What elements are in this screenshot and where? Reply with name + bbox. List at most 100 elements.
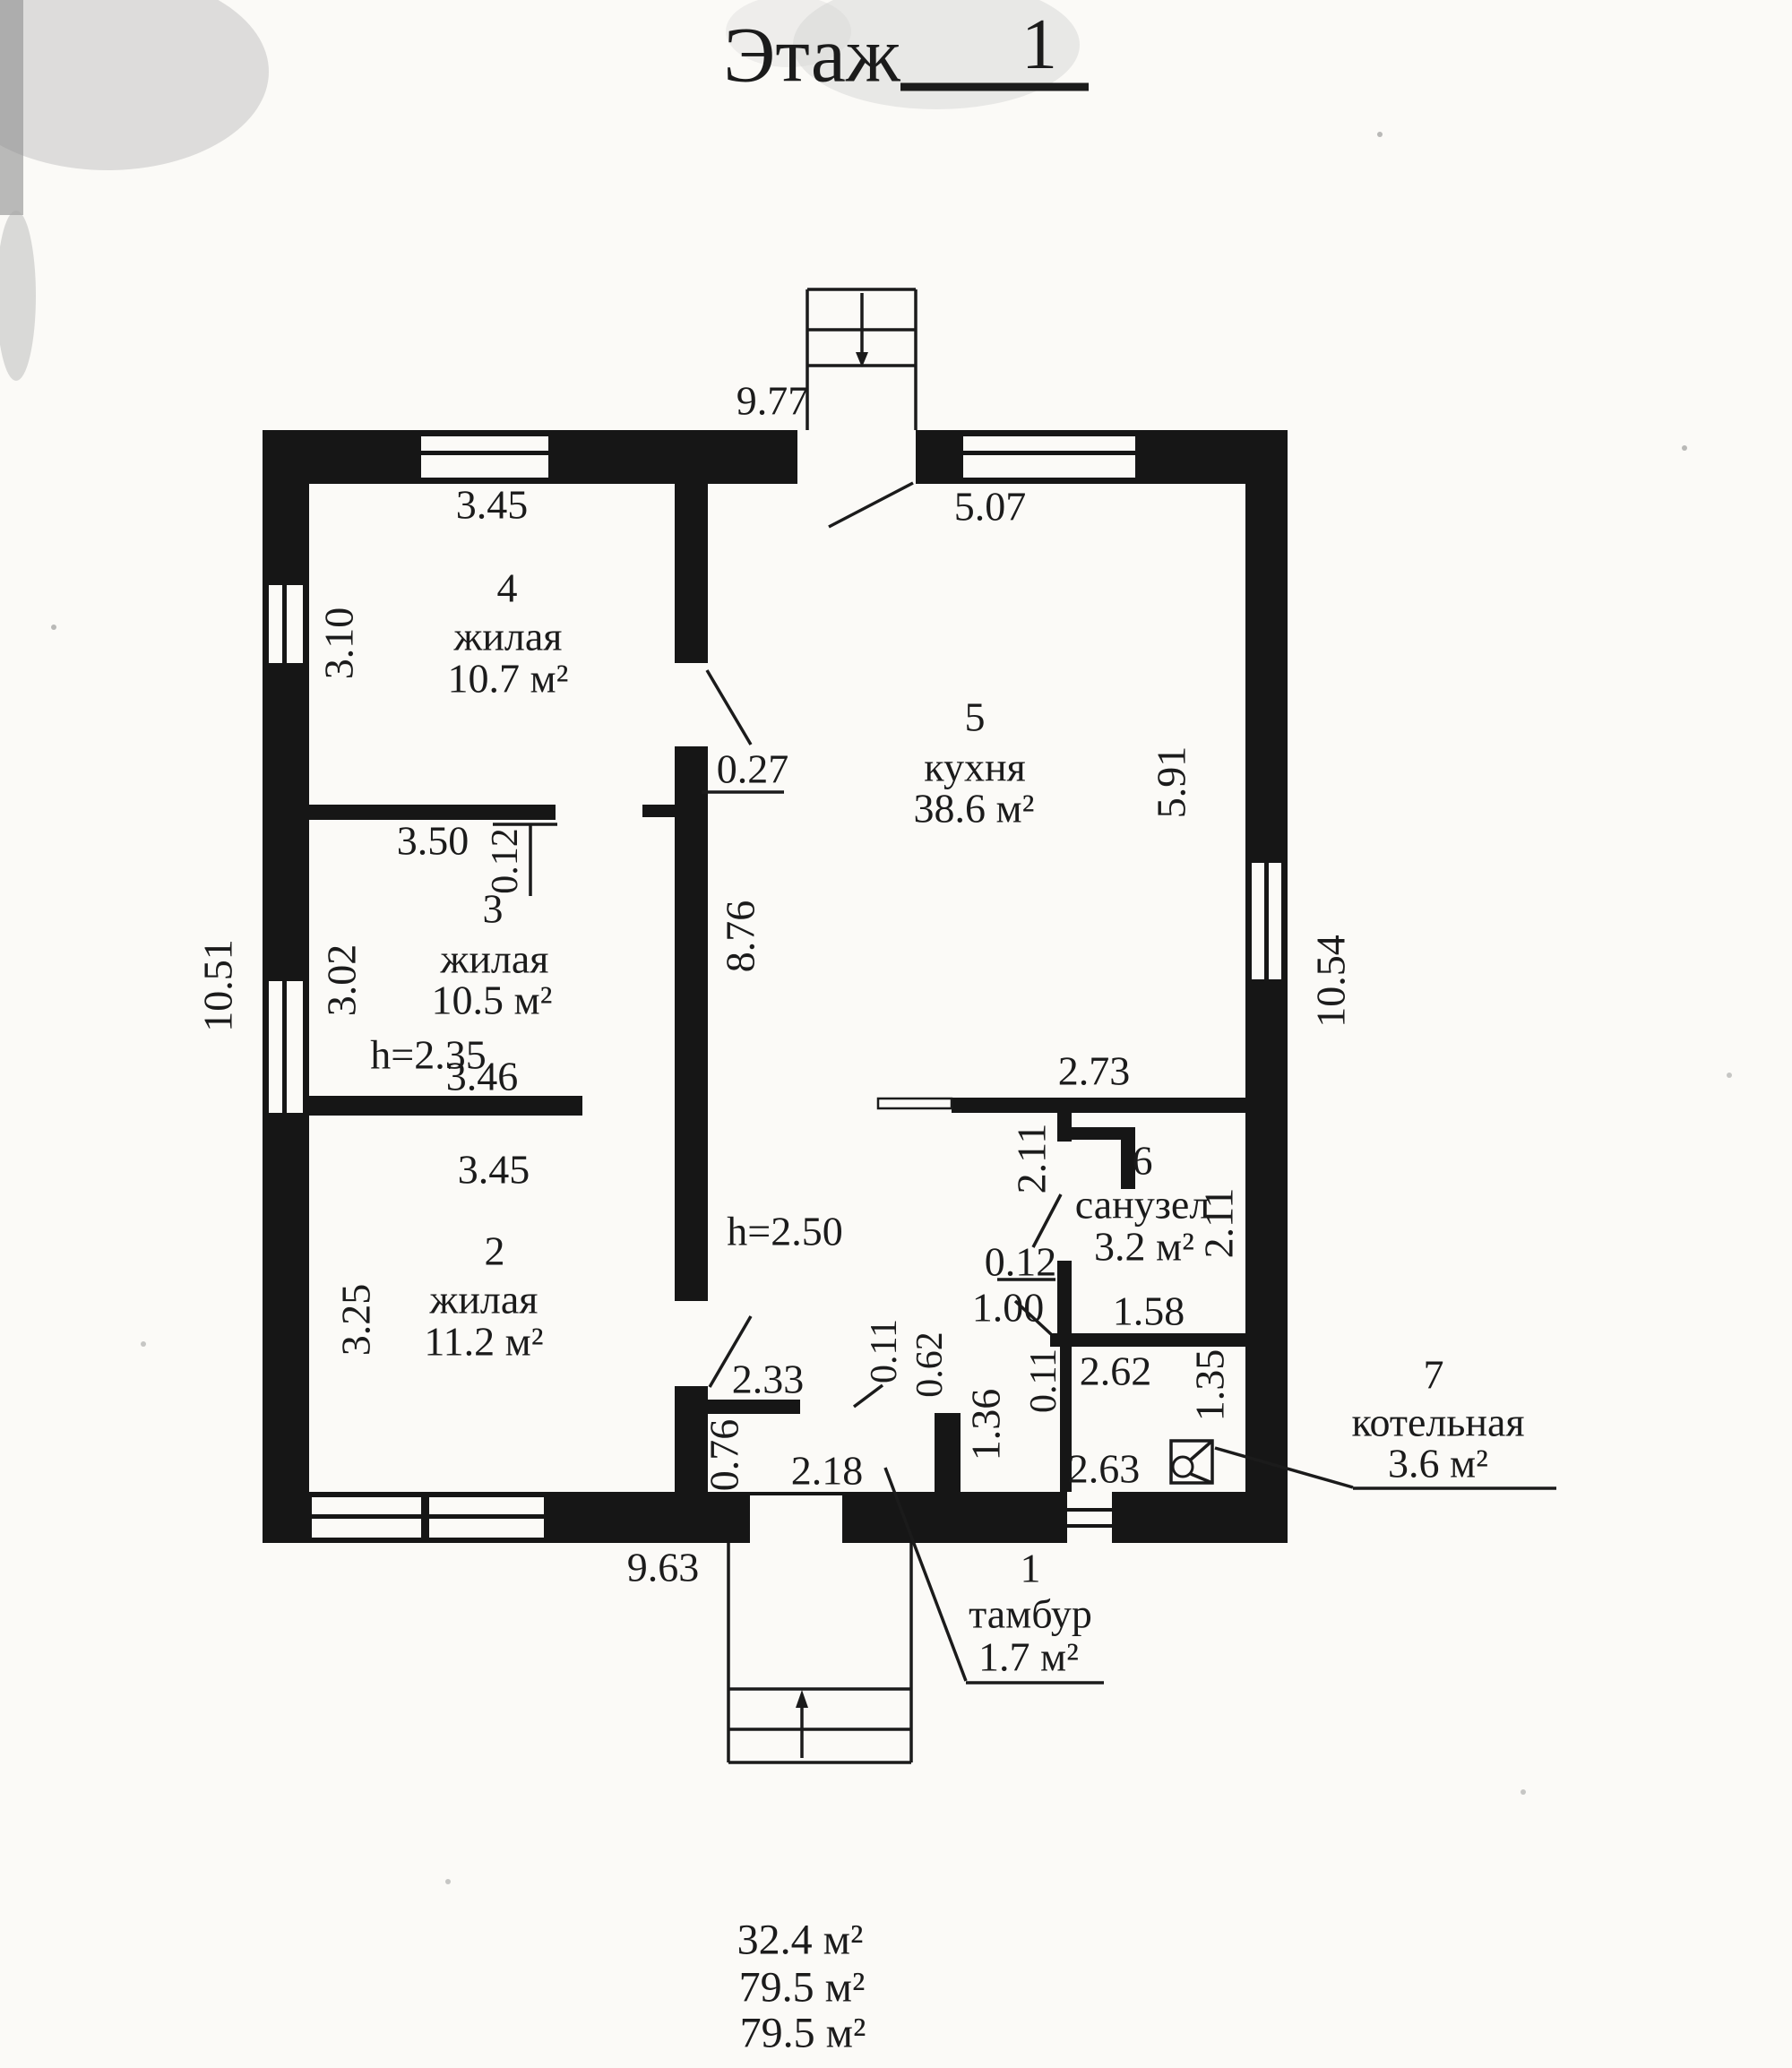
- dim-2-63: 2.63: [1068, 1446, 1141, 1492]
- dim-3-10: 3.10: [316, 607, 362, 680]
- floor-number: 1: [1021, 5, 1057, 84]
- dim-1-00: 1.00: [972, 1285, 1045, 1331]
- dim-2-11-left: 2.11: [1009, 1124, 1055, 1194]
- dim-2-73: 2.73: [1058, 1048, 1131, 1094]
- dim-0-62: 0.62: [909, 1331, 951, 1398]
- hall-height: h=2.50: [727, 1209, 842, 1254]
- room4-area: 10.7 м²: [448, 656, 569, 702]
- room3-area: 10.5 м²: [432, 978, 553, 1023]
- leader-0-27: [705, 669, 753, 745]
- room6-area: 3.2 м²: [1094, 1224, 1194, 1270]
- dim-0-12-bath: 0.12: [985, 1239, 1057, 1285]
- dim-2-18: 2.18: [791, 1448, 864, 1494]
- room2-num: 2: [485, 1228, 505, 1274]
- dim-0-11-mid: 0.11: [1023, 1349, 1064, 1413]
- leader-0-11-left: [852, 1383, 884, 1409]
- window-left-room4: [263, 581, 309, 668]
- room4-num: 4: [497, 565, 518, 611]
- room3-name: жилая: [440, 936, 549, 982]
- dim-0-27: 0.27: [717, 746, 789, 792]
- wall-bath-left-step: [1072, 1127, 1135, 1140]
- title-block: Этаж 1: [723, 5, 1089, 99]
- total-living: 32.4 м²: [737, 1917, 864, 1964]
- room2-name: жилая: [429, 1277, 538, 1323]
- room5-area: 38.6 м²: [914, 786, 1035, 832]
- porch-top: [806, 288, 918, 430]
- speck: [1682, 445, 1687, 451]
- wall-tambour-top: [708, 1400, 800, 1414]
- leader-boiler-room: [1214, 1446, 1354, 1489]
- leader-lines: [493, 481, 1556, 1685]
- window-left-room3: [263, 977, 309, 1117]
- room1-area: 1.7 м²: [978, 1634, 1079, 1680]
- wall-bath-left-3: [1057, 1261, 1072, 1333]
- dim-5-07: 5.07: [954, 484, 1027, 530]
- speck: [445, 1879, 451, 1884]
- smudge: [0, 211, 36, 381]
- room2-area: 11.2 м²: [424, 1319, 543, 1365]
- total-overall-2: 79.5 м²: [740, 2010, 866, 2057]
- smudge: [0, 0, 269, 170]
- wall-right: [1245, 430, 1288, 1543]
- door-bottom-entrance: [750, 1492, 842, 1543]
- window-top-kitchen: [963, 430, 1135, 484]
- speck: [1727, 1073, 1732, 1078]
- dim-0-76: 0.76: [702, 1419, 747, 1492]
- dim-2-33: 2.33: [732, 1357, 805, 1402]
- dim-0-12-wall34: 0.12: [485, 828, 526, 894]
- speck: [1521, 1789, 1526, 1795]
- smudge: [793, 0, 1080, 109]
- room3-height: h=2.35: [370, 1032, 486, 1078]
- window-bottom-room2: [312, 1492, 544, 1543]
- windows-and-doors: [263, 430, 1288, 1543]
- dim-2-11-right: 2.11: [1196, 1188, 1242, 1259]
- porch-bottom: [727, 1543, 913, 1764]
- dim-1-58: 1.58: [1113, 1288, 1185, 1334]
- dim-8-76: 8.76: [718, 900, 763, 973]
- dim-1-36: 1.36: [963, 1389, 1009, 1461]
- speck: [141, 1341, 146, 1347]
- room4-name: жилая: [453, 614, 563, 659]
- dim-0-11-left: 0.11: [864, 1319, 905, 1383]
- total-overall-1: 79.5 м²: [739, 1964, 866, 2012]
- dim-3-02: 3.02: [319, 944, 365, 1017]
- wall-bath-bottom: [1050, 1333, 1253, 1347]
- wall-tambour-right: [935, 1413, 961, 1492]
- wall-central-lower: [675, 1386, 708, 1492]
- dim-10-54: 10.54: [1308, 935, 1354, 1028]
- wall-bath-left-2: [1121, 1140, 1135, 1189]
- room1-num: 1: [1021, 1546, 1041, 1591]
- interior-walls: [309, 484, 1253, 1492]
- door-top-porch: [797, 430, 916, 484]
- room3-num: 3: [483, 886, 504, 932]
- leader-2-33: [708, 1315, 753, 1388]
- wall-central-middle: [675, 746, 708, 1301]
- page-title: Этаж: [723, 13, 901, 99]
- dim-9-63: 9.63: [627, 1545, 700, 1590]
- wall-bath-left-1: [1057, 1113, 1072, 1142]
- smudge: [726, 0, 851, 67]
- dim-3-45-top: 3.45: [456, 482, 529, 528]
- dim-2-62: 2.62: [1080, 1349, 1152, 1394]
- dim-10-51: 10.51: [195, 939, 241, 1032]
- leader-5-07: [828, 481, 914, 529]
- dim-1-35: 1.35: [1187, 1349, 1233, 1422]
- wall-room4-room3: [309, 805, 556, 820]
- window-top-room4: [421, 430, 548, 484]
- speck: [51, 625, 56, 630]
- room7-name: котельная: [1351, 1400, 1524, 1445]
- stairs-up-arrow: [796, 1690, 808, 1708]
- scan-artifacts: [0, 0, 1732, 1884]
- dim-3-25: 3.25: [333, 1284, 379, 1357]
- wall-boiler-left: [1060, 1347, 1072, 1492]
- room6-name: санузел: [1075, 1182, 1210, 1228]
- leader-1-00: [1013, 1299, 1053, 1336]
- door-bottom-boiler: [1064, 1492, 1116, 1543]
- leader-tambour: [883, 1467, 968, 1682]
- wall-room4-room3-stub: [642, 805, 675, 817]
- room7-num: 7: [1424, 1352, 1444, 1398]
- room7-area: 3.6 м²: [1388, 1441, 1488, 1486]
